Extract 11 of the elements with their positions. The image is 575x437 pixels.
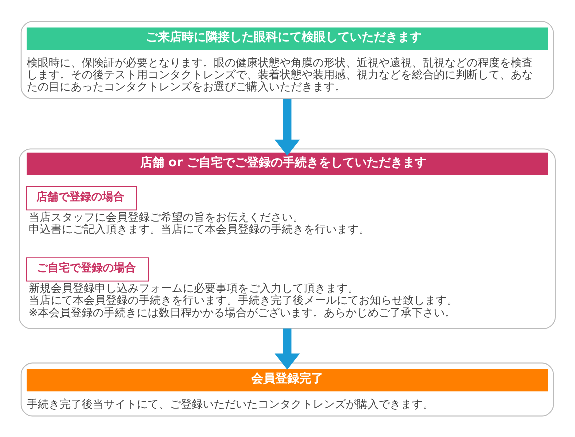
node-box: 会員登録完了 手続き完了後当サイトにて、ご登録いただいたコンタクトレンズが購入できます。 — [20, 362, 554, 416]
node-label: 当店スタッフに会員登録ご希望の旨をお伝えください。 — [28, 210, 304, 224]
node-label: 新規会員登録申し込みフォームに必要事項をご入力して頂きます。 — [28, 282, 359, 295]
node-label: 当店にて本会員登録の手続きを行います。手続き完了後メールにてお知らせ致します。 — [28, 294, 458, 307]
node-box: ご自宅で登録の場合 — [26, 257, 150, 282]
arrow — [274, 98, 300, 156]
node-label: ※本会員登録の手続きには数日程かかる場合がございます。あらかじめご了承下さい。 — [28, 306, 456, 319]
node-label: 申込書にご記入頂きます。当店にて本会員登録の手続きを行います。 — [28, 222, 370, 236]
node-box: ご来店時に隣接した眼科にて検眼していただきます 検眼時に、保険証が必要となります。眼の健康状態や角膜の形状、近視や遠視、乱視などの程度を検査します。その後テスト用コンタクトレンズで、装着状態や装用感、視力などを総合的に判断して、あなたの目にあったコンタクトレンズをお選びご購入いただきます。 — [20, 20, 554, 99]
node-box: 店舗で登録の場合 — [26, 186, 138, 210]
arrow — [274, 328, 300, 370]
